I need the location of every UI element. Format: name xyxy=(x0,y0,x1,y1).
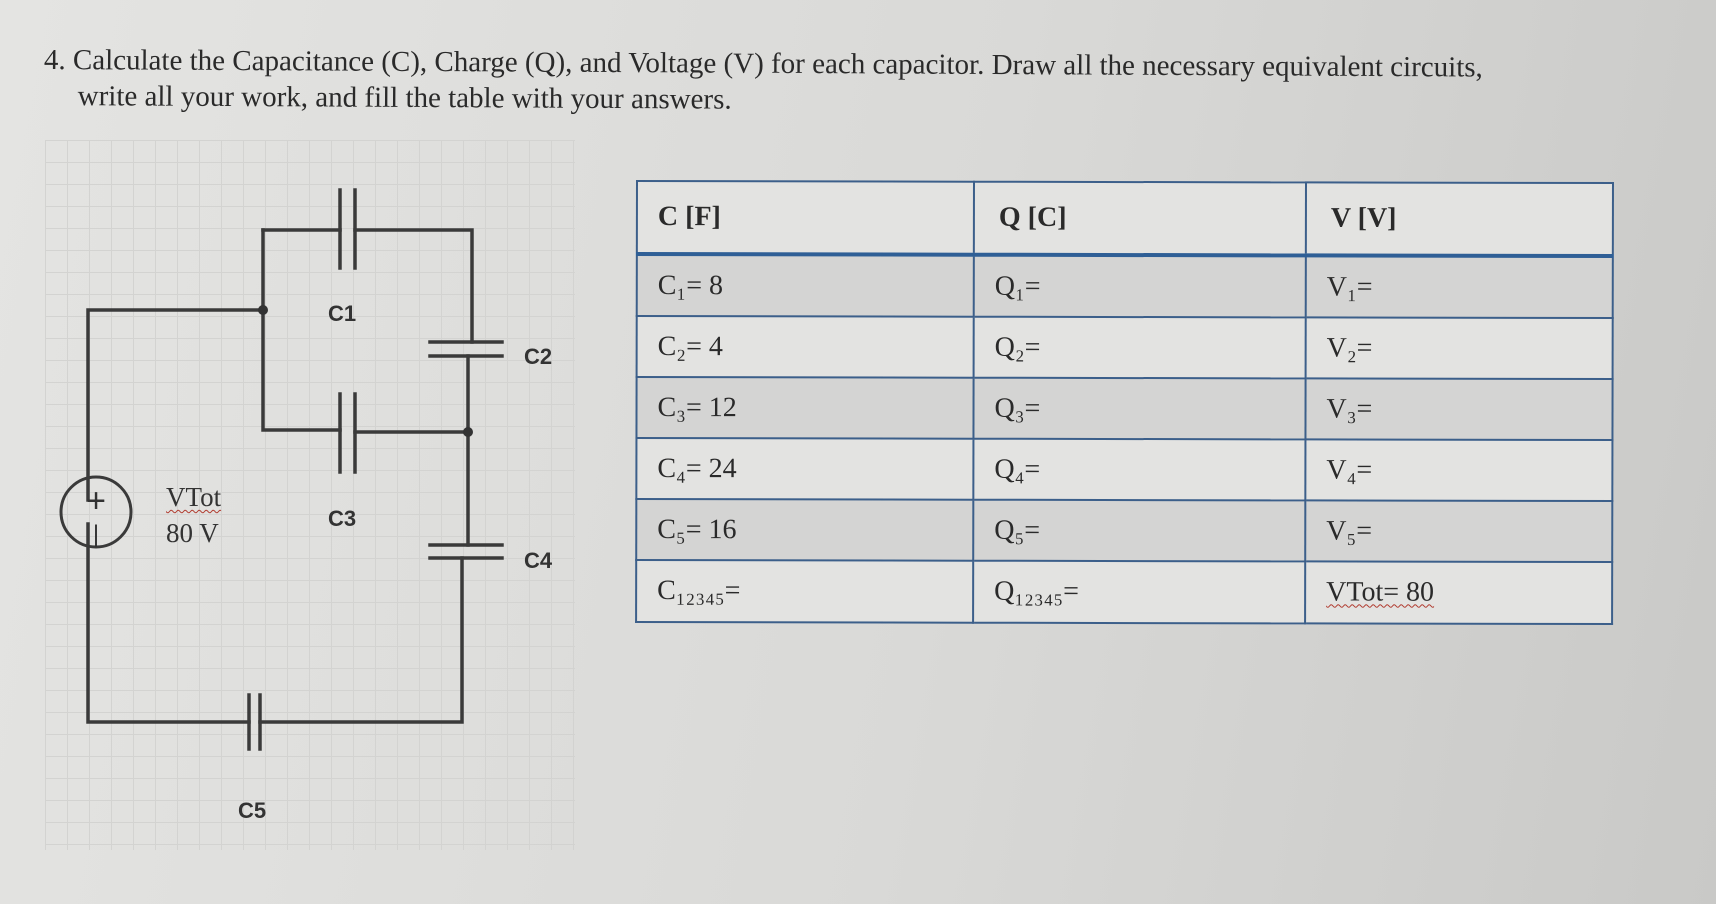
cell-c3: C₃= 12 xyxy=(636,377,974,439)
source-plus-sign: + xyxy=(86,482,106,520)
wire-bottom-right xyxy=(258,556,464,724)
answer-table: C [F] Q [C] V [V] C₁= 8 Q₁= V₁= C₂= 4 Q₂… xyxy=(635,180,1614,626)
cell-v5[interactable]: V₅= xyxy=(1305,500,1613,563)
source-minus-sign: | xyxy=(93,521,99,548)
header-capacitance: C [F] xyxy=(636,181,974,255)
source-value-label: 80 V xyxy=(166,518,219,548)
table-row: C₁= 8 Q₁= V₁= xyxy=(636,254,1613,319)
cell-q3[interactable]: Q₃= xyxy=(973,377,1306,440)
label-c1: C1 xyxy=(328,301,357,326)
wire-left-top xyxy=(86,308,265,502)
cell-c4: C₄= 24 xyxy=(636,438,974,500)
cell-v3[interactable]: V₃= xyxy=(1305,378,1613,441)
table-row: C₂= 4 Q₂= V₂= xyxy=(636,316,1613,380)
cell-c2: C₂= 4 xyxy=(636,316,974,378)
label-c3: C3 xyxy=(328,506,357,531)
wire-node-a xyxy=(261,228,342,432)
cell-v-total: VTot= 80 xyxy=(1305,561,1613,625)
cell-q-total[interactable]: Q₁₂₃₄₅= xyxy=(973,560,1306,624)
source-name-label: VTot xyxy=(166,482,222,512)
junction-node-b xyxy=(463,427,473,437)
label-c5: C5 xyxy=(238,798,267,823)
cell-q5[interactable]: Q₅= xyxy=(973,499,1306,562)
table-header-row: C [F] Q [C] V [V] xyxy=(636,181,1613,257)
voltage-source-symbol xyxy=(59,475,133,549)
header-charge: Q [C] xyxy=(973,181,1306,256)
header-voltage: V [V] xyxy=(1305,182,1613,257)
cell-c-total[interactable]: C₁₂₃₄₅= xyxy=(636,560,974,623)
wire-c1-right xyxy=(353,228,474,344)
label-c4: C4 xyxy=(524,548,553,573)
table-row: C₄= 24 Q₄= V₄= xyxy=(636,438,1613,502)
cell-q2[interactable]: Q₂= xyxy=(973,316,1306,379)
cell-c1: C₁= 8 xyxy=(636,254,974,317)
grid-background xyxy=(45,140,575,850)
junction-node-a xyxy=(258,305,268,315)
table-row: C₃= 12 Q₃= V₃= xyxy=(636,377,1613,441)
wire-left-bottom xyxy=(86,522,251,724)
table-row: C₅= 16 Q₅= V₅= xyxy=(636,499,1613,563)
cell-c5: C₅= 16 xyxy=(636,499,974,561)
cell-v4[interactable]: V₄= xyxy=(1305,439,1613,502)
label-c2: C2 xyxy=(524,344,553,369)
table-row: C₁₂₃₄₅= Q₁₂₃₄₅= VTot= 80 xyxy=(636,560,1613,625)
cell-q1[interactable]: Q₁= xyxy=(973,254,1306,318)
cell-q4[interactable]: Q₄= xyxy=(973,438,1306,501)
cell-v2[interactable]: V₂= xyxy=(1305,317,1613,380)
cell-v1[interactable]: V₁= xyxy=(1305,255,1613,319)
